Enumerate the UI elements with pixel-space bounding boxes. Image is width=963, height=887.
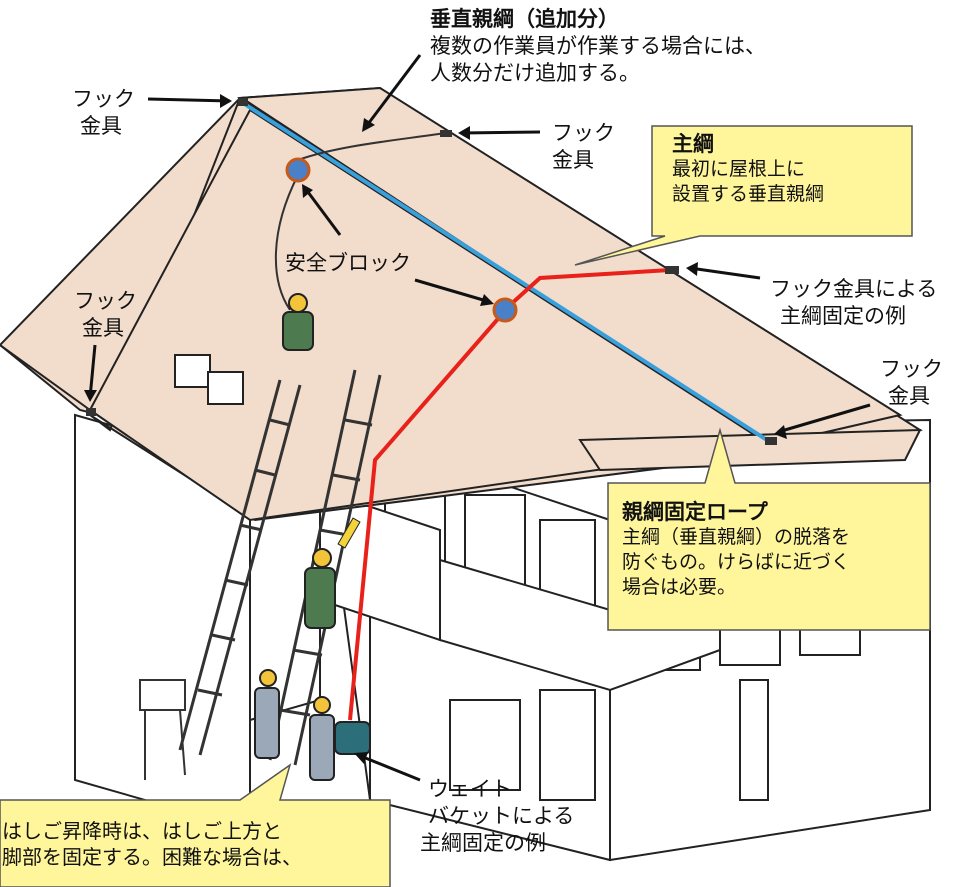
additional-lifeline-title: 垂直親綱（追加分） xyxy=(430,7,619,31)
stand xyxy=(139,679,186,780)
hook-label-left-line1: フック xyxy=(74,289,137,313)
hook-label-right: フック 金具 xyxy=(880,356,943,410)
callout-main-rope-line1: 最初に屋根上に xyxy=(672,158,806,180)
hook-label-left: フック 金具 xyxy=(74,288,137,342)
blue-lifeline xyxy=(241,101,772,444)
callout-fix-rope-line2: 防ぐもの。けらばに近づく xyxy=(622,551,851,573)
hook-fix-line2: 主綱固定の例 xyxy=(780,304,906,328)
callout-main-rope-box xyxy=(574,125,913,266)
safety-block-label: 安全ブロック xyxy=(285,250,411,277)
hook-fix-label: フック金具による 主綱固定の例 xyxy=(770,276,937,330)
weight-line2: バケットによる xyxy=(428,804,575,828)
callout-fix-rope-title: 親綱固定ロープ xyxy=(622,500,768,524)
hook-label-top-middle-line2: 金具 xyxy=(552,148,594,172)
callout-main-rope-title: 主綱 xyxy=(672,132,714,156)
weight-bucket xyxy=(334,721,371,755)
roof-vents xyxy=(174,354,244,405)
hook-label-left-line2: 金具 xyxy=(82,316,124,340)
hook-fix-line1: フック金具による xyxy=(770,277,938,301)
callout-ladder: はしご昇降時は、はしご上方と 脚部を固定する。困難な場合は、 xyxy=(2,818,302,870)
callout-main-rope: 主綱 最初に屋根上に 設置する垂直親綱 xyxy=(672,132,824,207)
safety-block-text: 安全ブロック xyxy=(285,251,411,275)
additional-lifeline-line1: 複数の作業員が作業する場合には、 xyxy=(430,34,766,58)
additional-lifeline xyxy=(297,132,446,161)
ladders xyxy=(178,369,382,766)
hook-label-right-line1: フック xyxy=(880,357,943,381)
hook-label-top-left-line2: 金具 xyxy=(80,114,122,138)
callout-fix-rope-box xyxy=(607,427,931,631)
weight-line1: ウェイト xyxy=(428,777,512,801)
hook-label-top-middle-line1: フック xyxy=(552,121,615,145)
pointer-arrows xyxy=(88,54,871,782)
weight-label: ウェイト バケットによる 主綱固定の例 xyxy=(420,776,574,857)
callout-main-rope-line2: 設置する垂直親綱 xyxy=(672,183,825,205)
safety-block-upper xyxy=(285,157,311,183)
lower-roof xyxy=(578,428,922,472)
callout-ladder-line1: はしご昇降時は、はしご上方と xyxy=(2,819,282,843)
arrow-heads xyxy=(84,94,787,764)
callout-ladder-line2: 脚部を固定する。困難な場合は、 xyxy=(2,845,302,869)
hook-label-top-left-line1: フック xyxy=(72,87,135,111)
additional-lifeline-label: 垂直親綱（追加分） 複数の作業員が作業する場合には、 人数分だけ追加する。 xyxy=(430,6,766,87)
additional-lifeline-line2: 人数分だけ追加する。 xyxy=(430,61,640,85)
callout-ladder-box xyxy=(0,763,391,887)
hook-fittings xyxy=(86,98,777,445)
flashlight xyxy=(337,517,361,549)
callout-fix-rope-line1: 主綱（垂直親綱）の脱落を xyxy=(622,526,851,548)
hook-label-top-left: フック 金具 xyxy=(72,86,135,140)
hook-label-top-middle: フック 金具 xyxy=(552,120,615,174)
workers xyxy=(254,293,336,781)
block-line xyxy=(274,174,299,311)
hook-label-right-line2: 金具 xyxy=(888,384,930,408)
weight-line3: 主綱固定の例 xyxy=(420,831,546,855)
callout-fix-rope: 親綱固定ロープ 主綱（垂直親綱）の脱落を 防ぐもの。けらばに近づく 場合は必要。 xyxy=(622,500,850,600)
safety-block-lower xyxy=(492,297,518,323)
callout-fix-rope-line3: 場合は必要。 xyxy=(622,576,737,598)
